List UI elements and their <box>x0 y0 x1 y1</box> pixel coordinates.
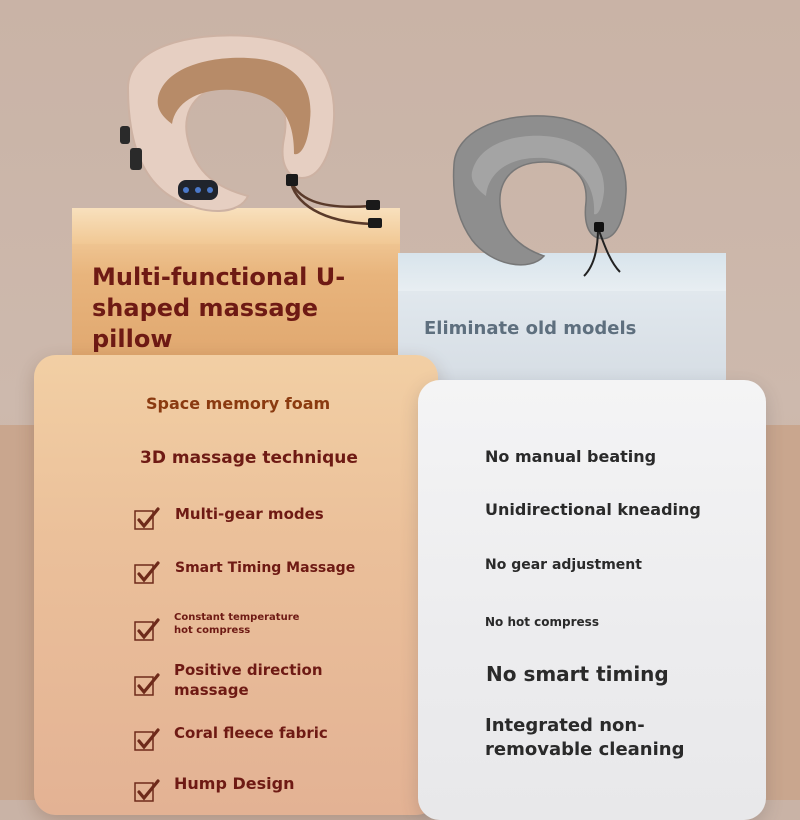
checkbox-check-icon <box>134 618 160 641</box>
feature-item: Constant temperature hot compress <box>174 612 300 636</box>
drawback-item: No hot compress <box>485 615 599 629</box>
checkbox-check-icon <box>134 779 160 802</box>
comparison-label: Eliminate old models <box>424 318 637 339</box>
left-podium <box>72 208 400 358</box>
checkbox-check-icon <box>134 507 160 530</box>
drawback-item: No manual beating <box>485 447 657 466</box>
feature-item: Positive direction massage <box>174 661 323 699</box>
checkbox-check-icon <box>134 673 160 696</box>
feature-item: Coral fleece fabric <box>174 724 328 742</box>
feature-item: Hump Design <box>174 774 295 793</box>
drawback-item: Unidirectional kneading <box>485 500 701 519</box>
drawback-item: No gear adjustment <box>485 557 642 573</box>
feature-card <box>34 355 438 815</box>
checkbox-check-icon <box>134 561 160 584</box>
feature-item: 3D massage technique <box>140 448 358 468</box>
feature-item: Space memory foam <box>146 394 331 413</box>
product-title: Multi-functional U-shaped massage pillow <box>92 263 346 353</box>
right-podium <box>398 253 726 383</box>
feature-item: Multi-gear modes <box>175 505 324 523</box>
old-model-card <box>418 380 766 820</box>
massage-pillow-image <box>120 34 382 228</box>
drawback-item: Integrated non-removable cleaning <box>485 715 685 760</box>
old-pillow-image <box>452 115 627 277</box>
checkbox-check-icon <box>134 728 160 751</box>
feature-item: Smart Timing Massage <box>175 560 356 576</box>
drawback-item: No smart timing <box>486 662 669 686</box>
